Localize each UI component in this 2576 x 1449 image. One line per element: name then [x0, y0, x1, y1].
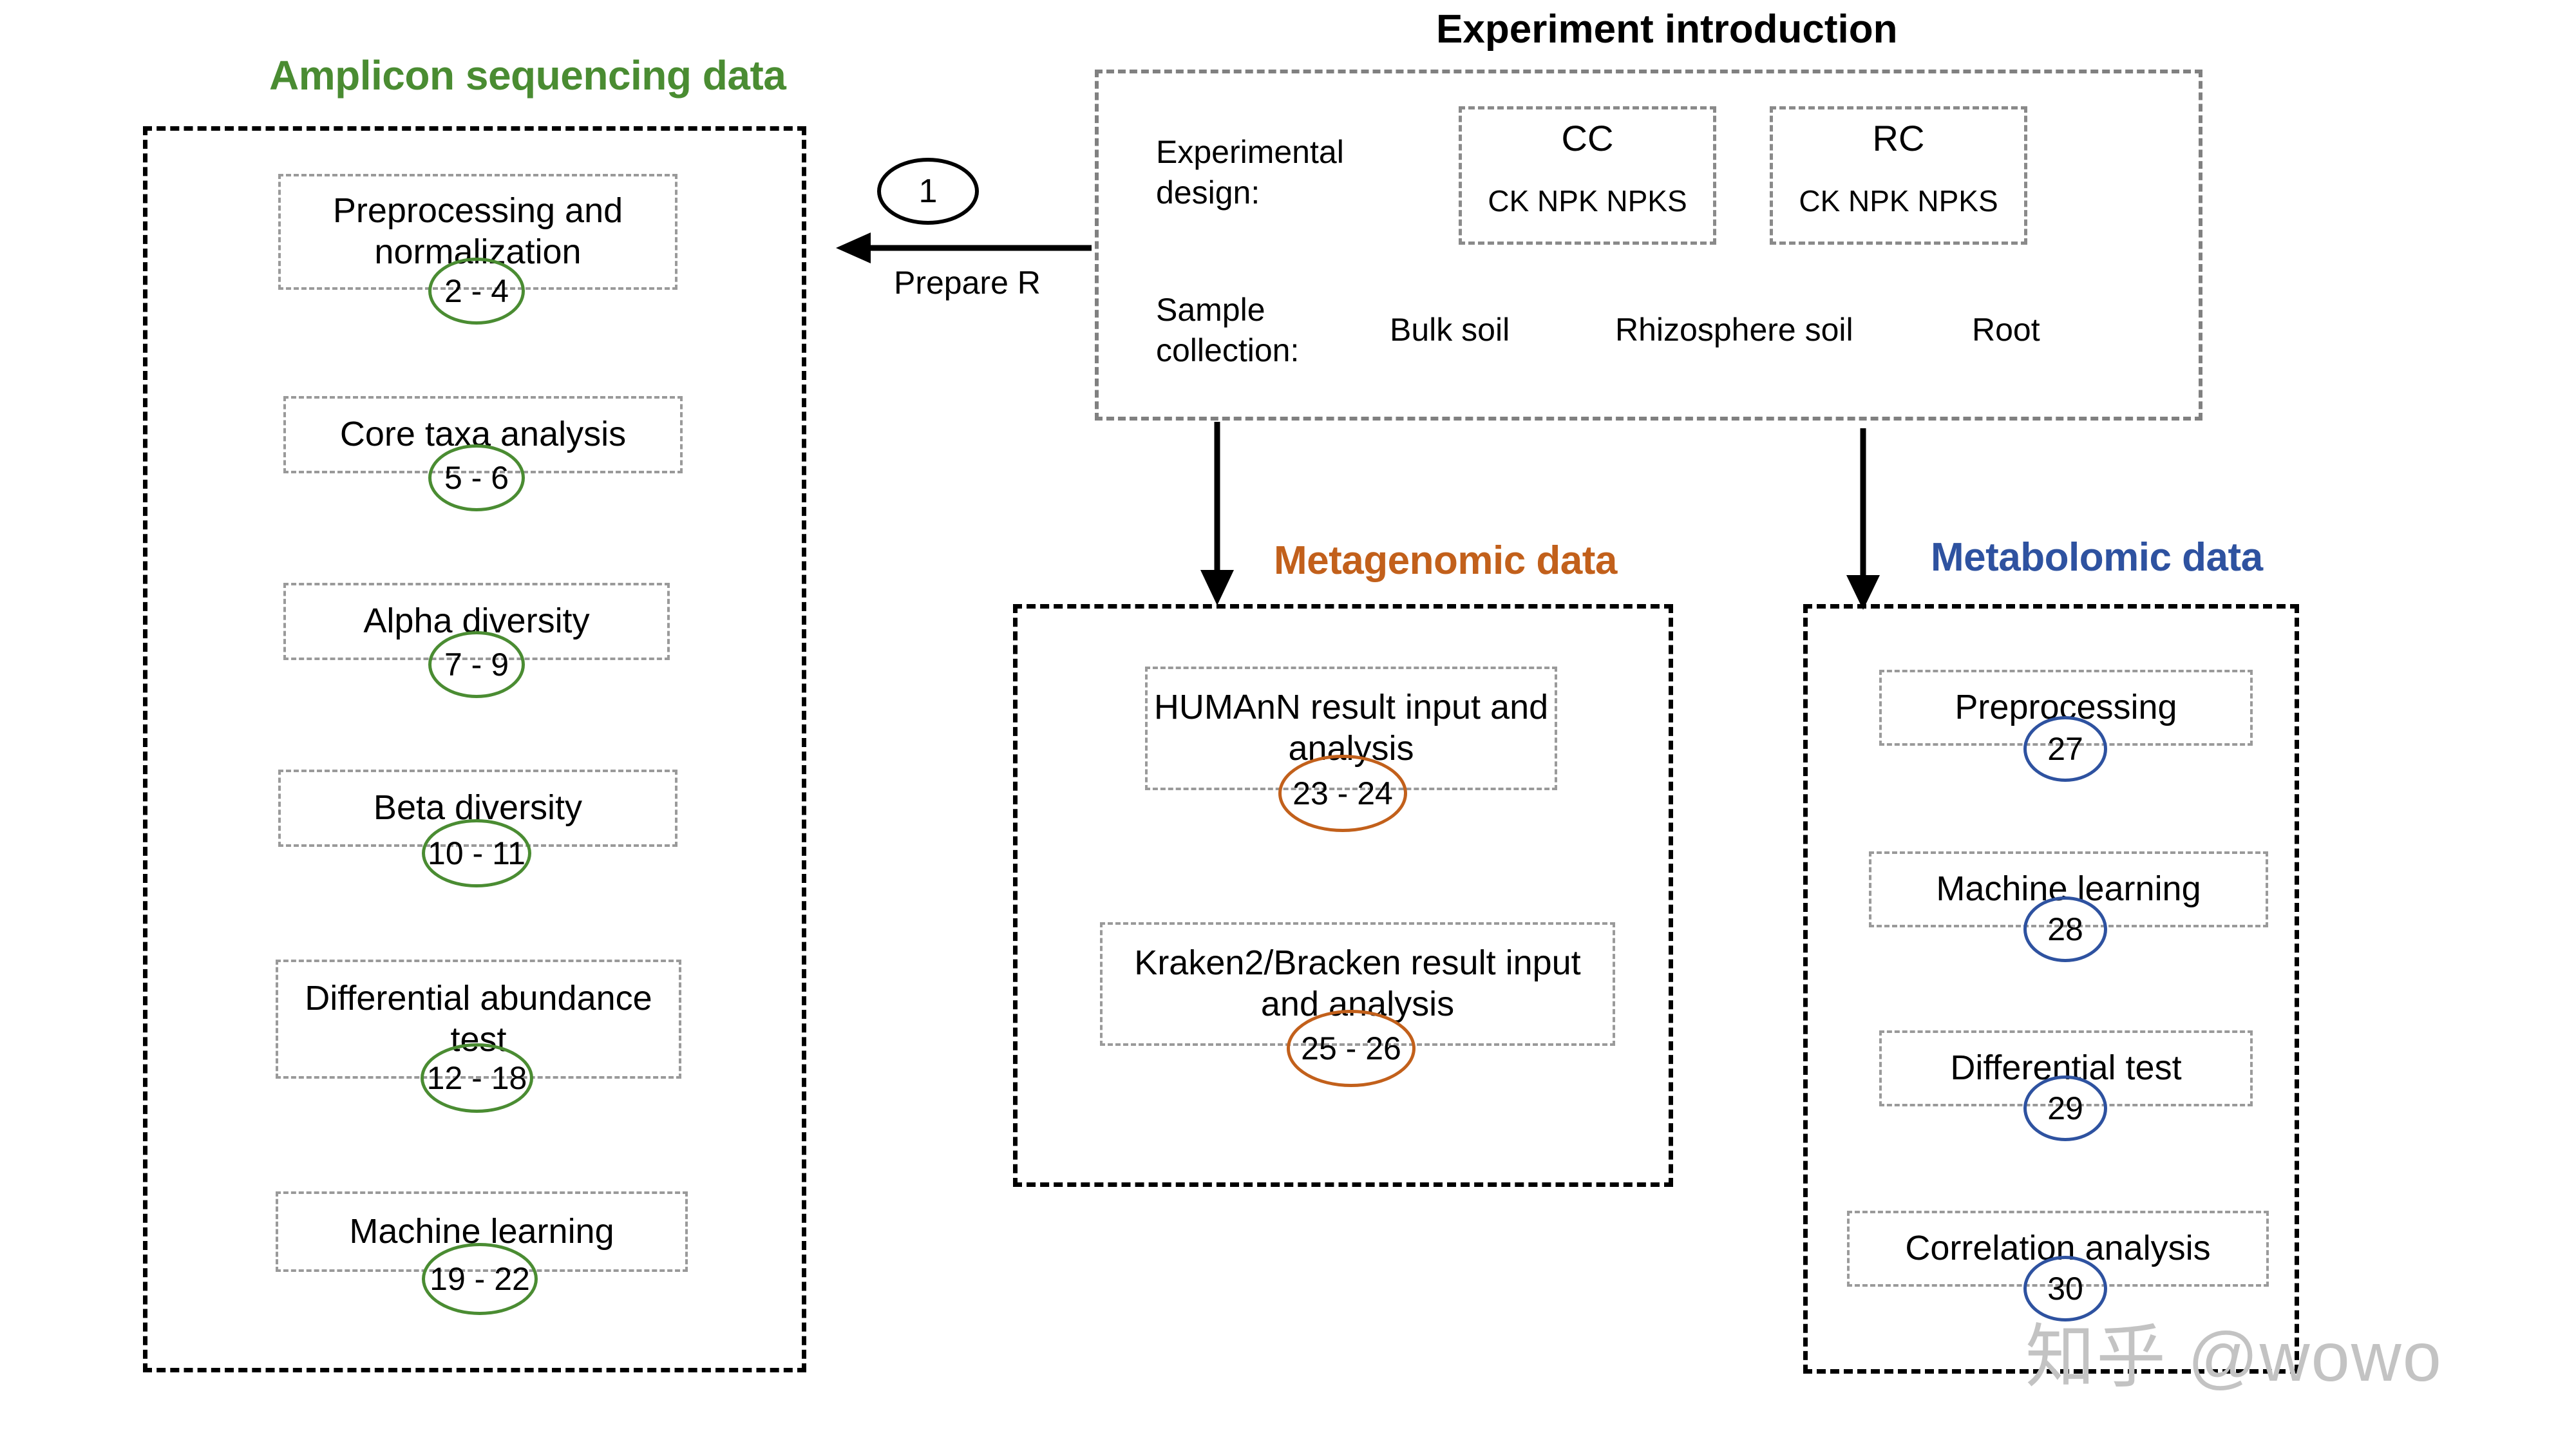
metabolomic-column-title: Metabolomic data — [1931, 535, 2263, 580]
amplicon-step-number-text-4: 10 - 11 — [428, 835, 526, 871]
metagenomic-step-number-2[interactable]: 25 - 26 — [1287, 1010, 1416, 1087]
metabolomic-step-number-1[interactable]: 27 — [2023, 716, 2107, 782]
group-treatments-rc: CK NPK NPKS — [1799, 184, 1998, 218]
amplicon-step-label-1: Preprocessing and normalization — [332, 191, 623, 271]
sample-item-bulk-soil: Bulk soil — [1390, 312, 1510, 348]
amplicon-step-number-5[interactable]: 12 - 18 — [421, 1043, 533, 1113]
metagenomic-step-number-text-1: 23 - 24 — [1293, 775, 1393, 811]
metagenomic-step-number-text-2: 25 - 26 — [1301, 1030, 1401, 1066]
prepare-step-number[interactable]: 1 — [877, 158, 979, 225]
group-treatments-cc: CK NPK NPKS — [1488, 184, 1687, 218]
metagenomic-step-number-1[interactable]: 23 - 24 — [1278, 755, 1407, 832]
amplicon-column-title: Amplicon sequencing data — [269, 52, 786, 99]
amplicon-step-number-1[interactable]: 2 - 4 — [428, 258, 525, 325]
prepare-arrow-label: Prepare R — [894, 265, 1041, 301]
amplicon-step-number-text-1: 2 - 4 — [444, 273, 509, 309]
amplicon-step-number-2[interactable]: 5 - 6 — [428, 444, 525, 511]
metabolomic-step-number-2[interactable]: 28 — [2023, 896, 2107, 962]
prepare-arrow-icon — [836, 232, 1092, 263]
amplicon-step-number-6[interactable]: 19 - 22 — [422, 1243, 538, 1315]
amplicon-step-number-text-3: 7 - 9 — [444, 647, 509, 683]
prepare-step-number-text: 1 — [918, 173, 938, 210]
experiment-introduction-box — [1095, 70, 2202, 421]
sample-item-rhizosphere-soil: Rhizosphere soil — [1615, 312, 1853, 348]
metabolomic-step-number-text-4: 30 — [2047, 1271, 2083, 1307]
metabolomic-container — [1803, 604, 2299, 1374]
metabolomic-step-number-4[interactable]: 30 — [2023, 1256, 2107, 1321]
metabolomic-step-number-text-2: 28 — [2047, 911, 2083, 947]
group-box-rc[interactable]: RC CK NPK NPKS — [1770, 106, 2027, 245]
metagenomic-column-title: Metagenomic data — [1274, 538, 1617, 583]
metabolomic-step-number-text-3: 29 — [2047, 1090, 2083, 1126]
experimental-design-label-text: Experimental design: — [1156, 134, 1344, 211]
experiment-introduction-title: Experiment introduction — [1436, 7, 1898, 52]
amplicon-step-number-text-6: 19 - 22 — [430, 1261, 530, 1297]
metagenomic-down-arrow-icon — [1200, 422, 1234, 605]
amplicon-container — [143, 126, 806, 1372]
sample-collection-label: Sample collection: — [1156, 290, 1349, 371]
amplicon-step-number-3[interactable]: 7 - 9 — [428, 631, 525, 698]
metabolomic-down-arrow-icon — [1846, 428, 1880, 610]
sample-item-root: Root — [1972, 312, 2040, 348]
metabolomic-step-number-3[interactable]: 29 — [2023, 1075, 2107, 1141]
metagenomic-container — [1013, 604, 1673, 1187]
experimental-design-label: Experimental design: — [1156, 132, 1344, 213]
amplicon-step-number-4[interactable]: 10 - 11 — [422, 819, 531, 887]
watermark: 知乎 @wowo — [2025, 1318, 2443, 1396]
group-box-cc[interactable]: CC CK NPK NPKS — [1459, 106, 1716, 245]
metabolomic-step-number-text-1: 27 — [2047, 731, 2083, 767]
amplicon-step-number-text-2: 5 - 6 — [444, 460, 509, 496]
amplicon-step-number-text-5: 12 - 18 — [426, 1060, 527, 1096]
group-name-rc: RC — [1872, 118, 1925, 158]
sample-collection-label-text: Sample collection: — [1156, 292, 1300, 368]
group-name-cc: CC — [1561, 118, 1614, 158]
